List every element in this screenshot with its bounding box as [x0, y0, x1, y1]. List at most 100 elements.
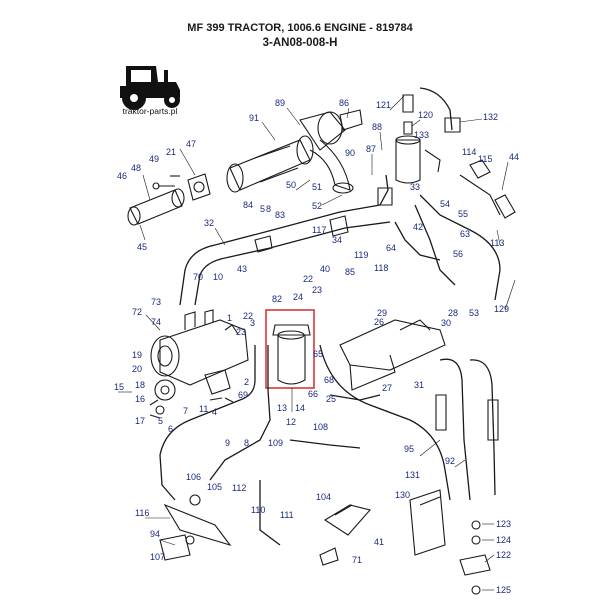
- callout-13: 13: [277, 403, 287, 413]
- fuel-filter-part: [395, 94, 421, 184]
- diagram-code: 3-AN08-008-H: [262, 37, 338, 49]
- callout-27: 27: [382, 383, 392, 393]
- callout-115: 115: [478, 154, 492, 164]
- callout-86: 86: [339, 98, 349, 108]
- callout-111: 111: [280, 510, 294, 520]
- callout-52: 52: [312, 201, 322, 211]
- callout-113: 113: [490, 238, 504, 248]
- bottom-left-manifold-part: [159, 494, 232, 561]
- bottom-right-bracket-part: [409, 489, 491, 595]
- callout-88: 88: [372, 122, 382, 132]
- callout-130: 130: [395, 490, 410, 500]
- elbow-pipe-part: [309, 139, 354, 194]
- high-pressure-pipes-right: [435, 358, 499, 501]
- callout-44: 44: [509, 152, 519, 162]
- tractor-icon: [120, 66, 180, 110]
- callout-41: 41: [374, 537, 384, 547]
- fuel-return-pipes: [159, 344, 451, 546]
- callout-5-lower: 5: [158, 416, 163, 426]
- callout-90: 90: [345, 148, 355, 158]
- diagram-title: MF 399 TRACTOR, 1006.6 ENGINE - 819784: [187, 22, 413, 34]
- injection-pump-part: [150, 309, 249, 386]
- callout-3: 3: [250, 318, 255, 328]
- callout-45: 45: [137, 242, 147, 252]
- callout-51: 51: [312, 182, 322, 192]
- callout-28: 28: [448, 308, 458, 318]
- callout-25: 25: [326, 394, 336, 404]
- callout-23-lower: 23: [236, 327, 246, 337]
- callout-54: 54: [440, 199, 450, 209]
- callout-132: 132: [483, 112, 498, 122]
- callout-83: 83: [275, 210, 285, 220]
- callout-46: 46: [117, 171, 127, 181]
- callout-109: 109: [268, 438, 283, 448]
- callout-8-lower: 8: [244, 438, 249, 448]
- callout-129: 129: [494, 304, 509, 314]
- callout-87: 87: [366, 144, 376, 154]
- callout-94: 94: [150, 529, 160, 539]
- callout-48: 48: [131, 163, 141, 173]
- callout-50: 50: [286, 180, 296, 190]
- callout-22-lower: 22: [243, 311, 253, 321]
- callout-21: 21: [166, 147, 176, 157]
- callout-11: 11: [199, 404, 208, 414]
- callout-26: 26: [374, 317, 384, 327]
- callout-33: 33: [410, 182, 420, 192]
- callout-1: 1: [227, 313, 232, 323]
- callout-43: 43: [237, 264, 247, 274]
- bolt-parts-left: [152, 175, 180, 190]
- callout-131: 131: [405, 470, 420, 480]
- air-hose-part: [127, 173, 211, 226]
- callout-117: 117: [312, 225, 326, 235]
- callout-5: 5: [260, 204, 265, 214]
- pump-gear-part: [149, 379, 176, 419]
- callout-55: 55: [458, 209, 468, 219]
- secondary-fuel-filter-part: [265, 309, 315, 389]
- bottom-bracket-part: [319, 504, 372, 566]
- callout-73: 73: [151, 297, 161, 307]
- callout-10: 10: [213, 272, 223, 282]
- callout-56: 56: [453, 249, 463, 259]
- callout-121: 121: [376, 100, 391, 110]
- callout-89: 89: [275, 98, 285, 108]
- leader-lines: [118, 95, 516, 591]
- callout-71: 71: [352, 555, 362, 565]
- callout-82: 82: [272, 294, 282, 304]
- callout-23-upper: 23: [312, 285, 322, 295]
- callout-104: 104: [316, 492, 331, 502]
- highlight-box: [265, 309, 315, 389]
- callout-42: 42: [413, 222, 423, 232]
- callout-labels: 89 91 86 121 120 132 88 87 90 133 47 48 …: [114, 98, 519, 595]
- callout-47: 47: [186, 139, 196, 149]
- callout-84: 84: [243, 200, 253, 210]
- callout-91: 91: [249, 113, 259, 123]
- callout-53: 53: [469, 308, 479, 318]
- fuel-line-top-right: [414, 87, 516, 301]
- callout-70: 70: [193, 272, 203, 282]
- callout-114: 114: [462, 147, 476, 157]
- callout-65: 65: [313, 349, 323, 359]
- callout-119: 119: [354, 250, 368, 260]
- pump-bracket-part: [204, 369, 234, 403]
- callout-15: 15: [114, 382, 124, 392]
- callout-125: 125: [496, 585, 511, 595]
- logo-text: traktor-parts.pl: [122, 106, 178, 116]
- callout-116: 116: [135, 508, 149, 518]
- fuel-pipes-middle: [179, 174, 441, 306]
- callout-107: 107: [150, 552, 165, 562]
- callout-123: 123: [496, 519, 511, 529]
- callout-9: 9: [225, 438, 230, 448]
- callout-20: 20: [132, 364, 142, 374]
- callout-74: 74: [151, 317, 161, 327]
- mounting-bracket-part: [339, 319, 446, 391]
- callout-105: 105: [207, 482, 222, 492]
- callout-122: 122: [496, 550, 511, 560]
- callout-64: 64: [386, 243, 396, 253]
- callout-66: 66: [308, 389, 318, 399]
- callout-7: 7: [183, 406, 188, 416]
- callout-8: 8: [266, 204, 271, 214]
- callout-32: 32: [204, 218, 214, 228]
- callout-14: 14: [295, 403, 305, 413]
- callout-118: 118: [374, 263, 388, 273]
